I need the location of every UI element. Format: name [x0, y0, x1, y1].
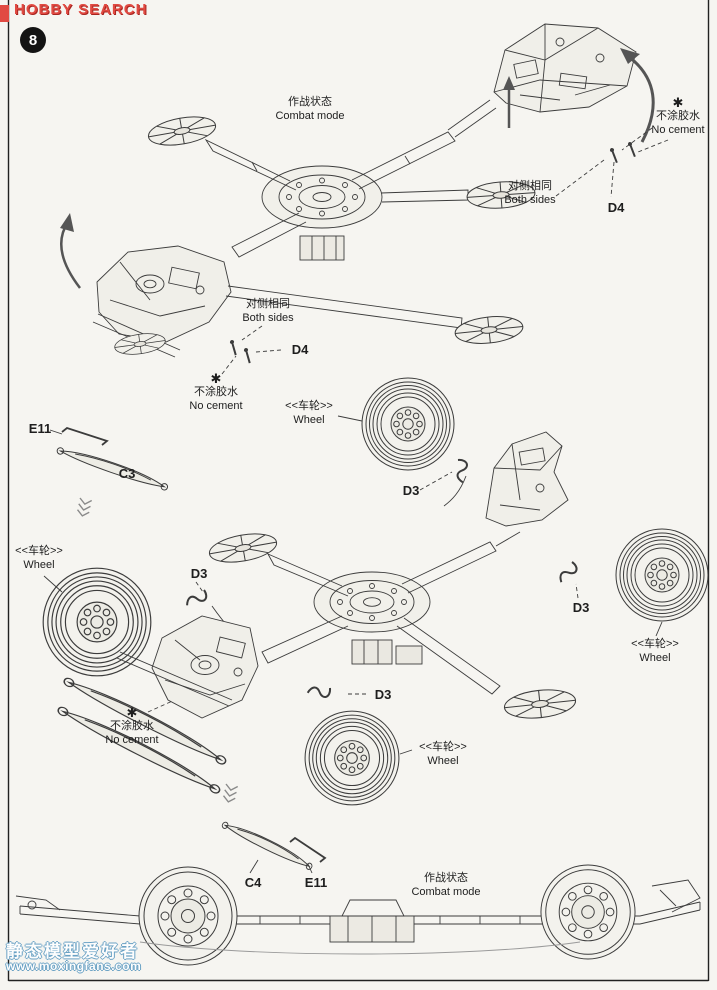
label-wheel-left: <<车轮>> Wheel: [6, 545, 72, 573]
step-number-badge: 8: [20, 27, 46, 53]
label-wheel-right: <<车轮>> Wheel: [622, 638, 688, 666]
label-wheel-upper: <<车轮>> Wheel: [275, 400, 343, 428]
combat-mode-bottom-zh: 作战状态: [424, 872, 468, 884]
label-no-cement-lower: ✱ 不涂胶水 No cement: [96, 706, 168, 748]
wheel-lower: [304, 710, 400, 806]
wheel-left-en: Wheel: [23, 558, 55, 571]
side-view-diagram: [15, 864, 701, 966]
combat-mode-bottom-en: Combat mode: [411, 885, 481, 898]
part-label-d3-left: D3: [190, 566, 208, 581]
wheel-upper: [361, 377, 455, 471]
label-no-cement-left: ✱ 不涂胶水 No cement: [180, 372, 252, 414]
left-carriage-assembly: [92, 245, 525, 358]
part-label-c4: C4: [244, 875, 262, 890]
part-label-d4-left: D4: [291, 342, 309, 357]
d3-hook: [185, 586, 209, 610]
d4-pin: [239, 346, 256, 365]
page-border: [7, 0, 710, 982]
direction-arrows: [60, 48, 655, 289]
d4-leader-lines-left: [221, 325, 282, 375]
both-sides-left-zh: 对侧相同: [246, 298, 290, 310]
wheel-assembly-diagram: [42, 377, 709, 874]
part-label-e11-lower: E11: [304, 875, 328, 890]
both-sides-right-en: Both sides: [504, 193, 556, 206]
part-label-c3: C3: [118, 466, 136, 481]
combat-mode-carriage-diagram: [145, 99, 537, 261]
label-combat-mode-top: 作战状态 Combat mode: [255, 96, 365, 124]
part-label-e11-upper: E11: [28, 421, 52, 436]
no-cement-left-zh: 不涂胶水: [194, 386, 238, 398]
trail-assembly: [493, 23, 637, 113]
watermark-site-url: www.moxingfans.com: [6, 959, 142, 973]
d4-pin: [606, 146, 622, 164]
no-cement-top-en: No cement: [651, 123, 705, 136]
wheel-lower-en: Wheel: [427, 754, 459, 767]
no-cement-lower-en: No cement: [105, 733, 159, 746]
label-combat-mode-bottom: 作战状态 Combat mode: [390, 872, 502, 900]
no-cement-lower-zh: 不涂胶水: [110, 720, 154, 732]
wheel-left: [42, 567, 152, 677]
both-sides-right-zh: 对侧相同: [508, 180, 552, 192]
label-no-cement-top: ✱ 不涂胶水 No cement: [646, 96, 710, 138]
part-label-d4-right: D4: [607, 200, 625, 215]
logo-corner-mark: [0, 5, 9, 22]
combat-mode-top-zh: 作战状态: [288, 96, 332, 108]
wheel-right: [615, 528, 709, 622]
no-cement-icon: ✱: [126, 705, 138, 720]
wheel-right-en: Wheel: [639, 651, 671, 664]
no-cement-icon: ✱: [672, 95, 684, 110]
wheel-upper-en: Wheel: [293, 413, 325, 426]
wheel-upper-zh: <<车轮>>: [285, 400, 333, 412]
no-cement-icon: ✱: [210, 371, 222, 386]
both-sides-left-en: Both sides: [242, 311, 294, 324]
label-both-sides-right: 对侧相同 Both sides: [490, 180, 570, 208]
d4-pin: [624, 140, 640, 158]
no-cement-left-en: No cement: [189, 399, 243, 412]
label-both-sides-left: 对侧相同 Both sides: [228, 298, 308, 326]
part-label-d3-right: D3: [572, 600, 590, 615]
watermark-site-name: 静态模型爱好者: [6, 942, 139, 961]
hobby-search-logo: HOBBY SEARCH: [14, 1, 148, 18]
wheel-lower-zh: <<车轮>>: [419, 741, 467, 753]
wheel-left-zh: <<车轮>>: [15, 545, 63, 557]
d3-hook: [447, 456, 475, 484]
d4-pin: [225, 338, 242, 357]
part-label-d3-lower: D3: [374, 687, 392, 702]
label-wheel-lower: <<车轮>> Wheel: [410, 741, 476, 769]
part-label-d3-upper: D3: [402, 483, 420, 498]
d3-hook: [557, 560, 580, 584]
d3-hook: [306, 677, 334, 705]
wheel-right-zh: <<车轮>>: [631, 638, 679, 650]
no-cement-top-zh: 不涂胶水: [656, 110, 700, 122]
combat-mode-top-en: Combat mode: [275, 109, 345, 122]
d4-leader-lines-right: [555, 127, 669, 198]
